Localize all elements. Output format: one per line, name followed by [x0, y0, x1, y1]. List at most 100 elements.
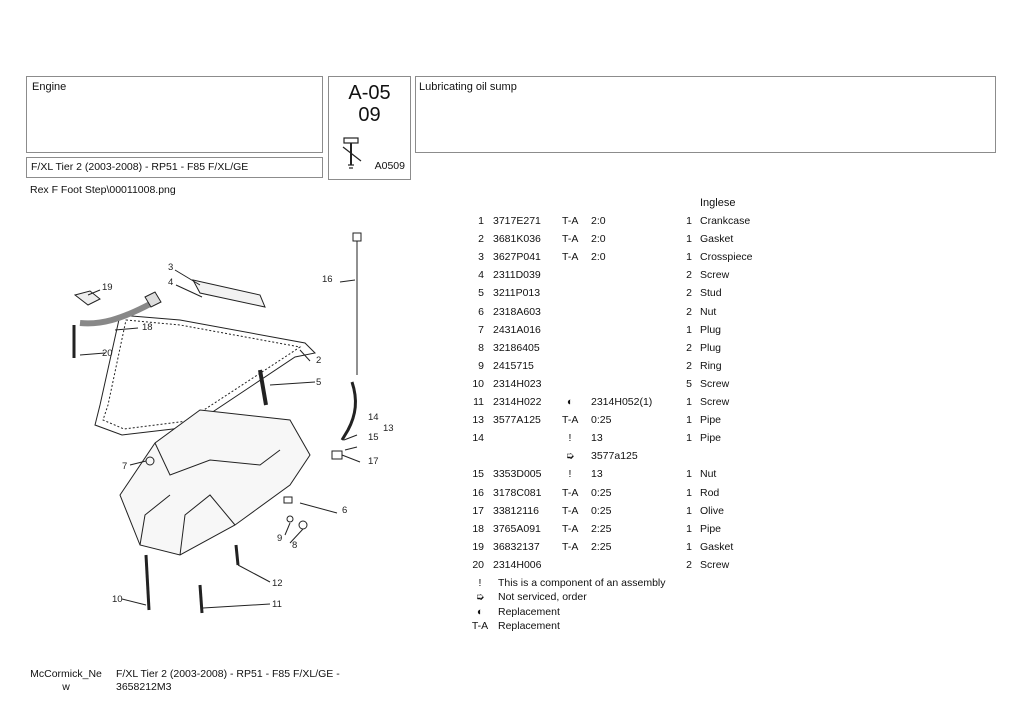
description: Olive [700, 504, 724, 517]
part-number-index: 20 [472, 558, 484, 571]
quantity: 1 [686, 251, 692, 264]
callout-2: 2 [316, 355, 321, 366]
quantity: 1 [686, 468, 692, 481]
part-number-index: 18 [472, 522, 484, 535]
quantity: 1 [686, 396, 692, 408]
callout-18: 18 [142, 322, 153, 333]
table-row: ➭3577a125 [0, 450, 1024, 464]
part-number-index: 15 [472, 468, 484, 481]
status-symbol: ! [568, 432, 572, 445]
part-number-index: 7 [478, 323, 484, 336]
group-title-box: Lubricating oil sump [415, 76, 996, 153]
legend-symbol: ➭ [475, 591, 485, 604]
part-code: 36832137 [493, 540, 540, 553]
callout-10: 10 [112, 594, 123, 605]
status-symbol: T-A [562, 522, 579, 535]
part-code: 32186405 [493, 341, 540, 354]
group-code-box: A-05 09 A0509 [328, 76, 411, 180]
description: Pipe [700, 414, 722, 427]
reference-code: 0:25 [591, 486, 612, 499]
quantity: 1 [686, 215, 692, 227]
part-code: 3211P013 [493, 287, 541, 300]
section-title: Engine [32, 81, 67, 93]
legend-item: !This is a component of an assembly [0, 577, 1024, 591]
part-code: 2314H022 [493, 396, 542, 408]
part-code: 3178C081 [493, 486, 542, 499]
legend-text: This is a component of an assembly [498, 577, 666, 589]
quantity: 1 [686, 504, 692, 517]
part-code: 3765A091 [493, 522, 541, 535]
status-symbol: T-A [562, 486, 579, 499]
part-code: 2318A603 [493, 305, 541, 318]
status-symbol: T-A [562, 215, 579, 227]
quantity: 1 [686, 323, 692, 336]
callout-17: 17 [368, 456, 379, 467]
callout-16: 16 [322, 274, 333, 285]
part-number-index: 9 [478, 359, 484, 372]
quantity: 1 [686, 233, 692, 246]
callout-12: 12 [272, 578, 283, 589]
part-number-index: 3 [478, 251, 484, 264]
part-number-index: 16 [472, 486, 484, 499]
model-label: F/XL Tier 2 (2003-2008) - RP51 - F85 F/X… [31, 161, 249, 173]
callout-8: 8 [292, 540, 297, 551]
part-code: 2415715 [493, 359, 534, 372]
part-code: 2314H006 [493, 558, 542, 571]
description: Stud [700, 287, 722, 300]
callout-14: 14 [368, 412, 379, 423]
reference-code: 13 [591, 432, 603, 445]
legend-text: Replacement [498, 605, 560, 618]
reference-code: 2:25 [591, 540, 612, 553]
callout-5: 5 [316, 377, 321, 388]
part-number-index: 4 [478, 269, 484, 282]
description: Crosspiece [700, 251, 753, 264]
quantity: 1 [686, 486, 692, 499]
reference-code: 13 [591, 468, 603, 481]
callout-19: 19 [102, 282, 113, 293]
dipstick-rod-shape [352, 232, 362, 375]
status-symbol: T-A [562, 414, 579, 427]
description: Gasket [700, 233, 734, 246]
legend-symbol: T-A [471, 620, 489, 633]
reference-code: 0:25 [591, 414, 612, 427]
language-header: Inglese [700, 197, 736, 209]
callout-4: 4 [168, 277, 173, 288]
part-code: 3681K036 [493, 233, 541, 246]
legend-text: Not serviced, order [498, 591, 587, 604]
status-symbol: ! [568, 468, 572, 481]
part-code: 33812116 [493, 504, 539, 517]
group-code-id: A0509 [374, 160, 405, 172]
status-symbol: T-A [562, 233, 579, 246]
quantity: 2 [686, 287, 692, 300]
quantity: 1 [686, 522, 692, 535]
part-code: 3717E271 [493, 215, 541, 227]
quantity: 1 [686, 414, 692, 427]
description: Screw [700, 558, 730, 571]
dipstick-icon [342, 137, 362, 169]
description: Screw [700, 377, 730, 390]
description: Nut [700, 468, 717, 481]
part-code: 2314H023 [493, 377, 542, 390]
legend-item: ◐ Replacement [0, 606, 1024, 620]
status-symbol: ◐ [566, 396, 574, 408]
legend-symbol: ◐ [476, 605, 484, 618]
description: Plug [700, 323, 722, 336]
footer-brand: McCormick_Ne w [30, 668, 102, 694]
part-number-index: 11 [473, 396, 484, 408]
reference-code: 2:25 [591, 522, 612, 535]
part-code: 2311D039 [493, 269, 541, 282]
